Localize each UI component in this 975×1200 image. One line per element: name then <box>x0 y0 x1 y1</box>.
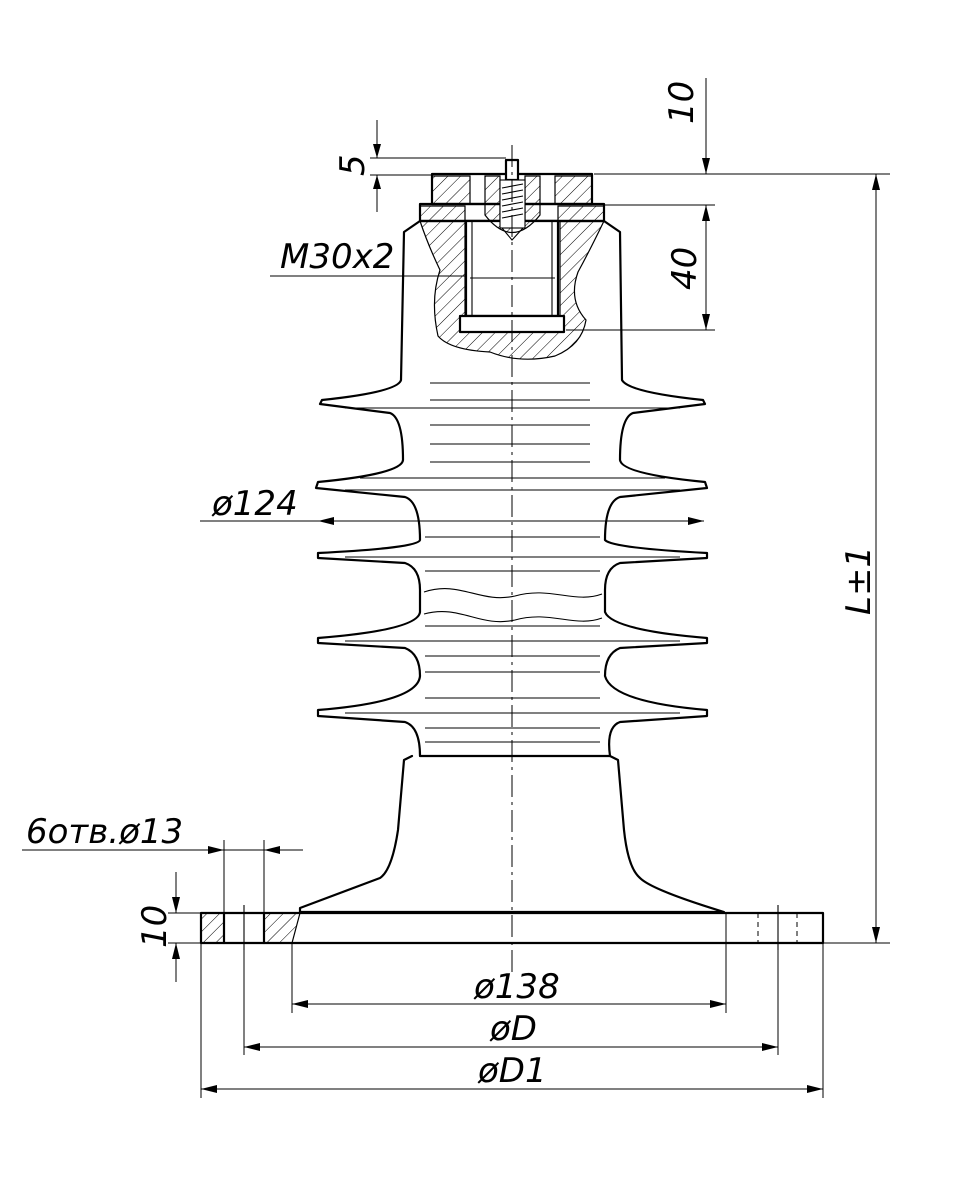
label-bolt-circle: øD <box>489 1009 537 1049</box>
label-flange-thickness: 10 <box>135 905 175 948</box>
label-top-offset: 10 <box>662 81 702 124</box>
label-thread-depth: 40 <box>665 247 705 290</box>
label-thread: M30x2 <box>280 237 394 277</box>
break-line-top <box>423 588 603 599</box>
label-length: L±1 <box>839 546 879 615</box>
dimensions <box>22 78 890 1098</box>
label-nut-height: 5 <box>333 154 373 176</box>
insulator-base-cone <box>298 754 726 914</box>
label-holes: 6отв.ø13 <box>26 812 183 852</box>
label-shed-diameter: ø124 <box>211 484 298 524</box>
labels: 10 5 M30x2 40 ø124 L±1 6отв.ø13 10 ø138 … <box>26 81 879 1091</box>
label-flange-diameter: øD1 <box>477 1051 547 1091</box>
base-flange <box>199 905 825 950</box>
label-base-diameter: ø138 <box>473 967 560 1007</box>
break-line-bottom <box>423 610 603 623</box>
